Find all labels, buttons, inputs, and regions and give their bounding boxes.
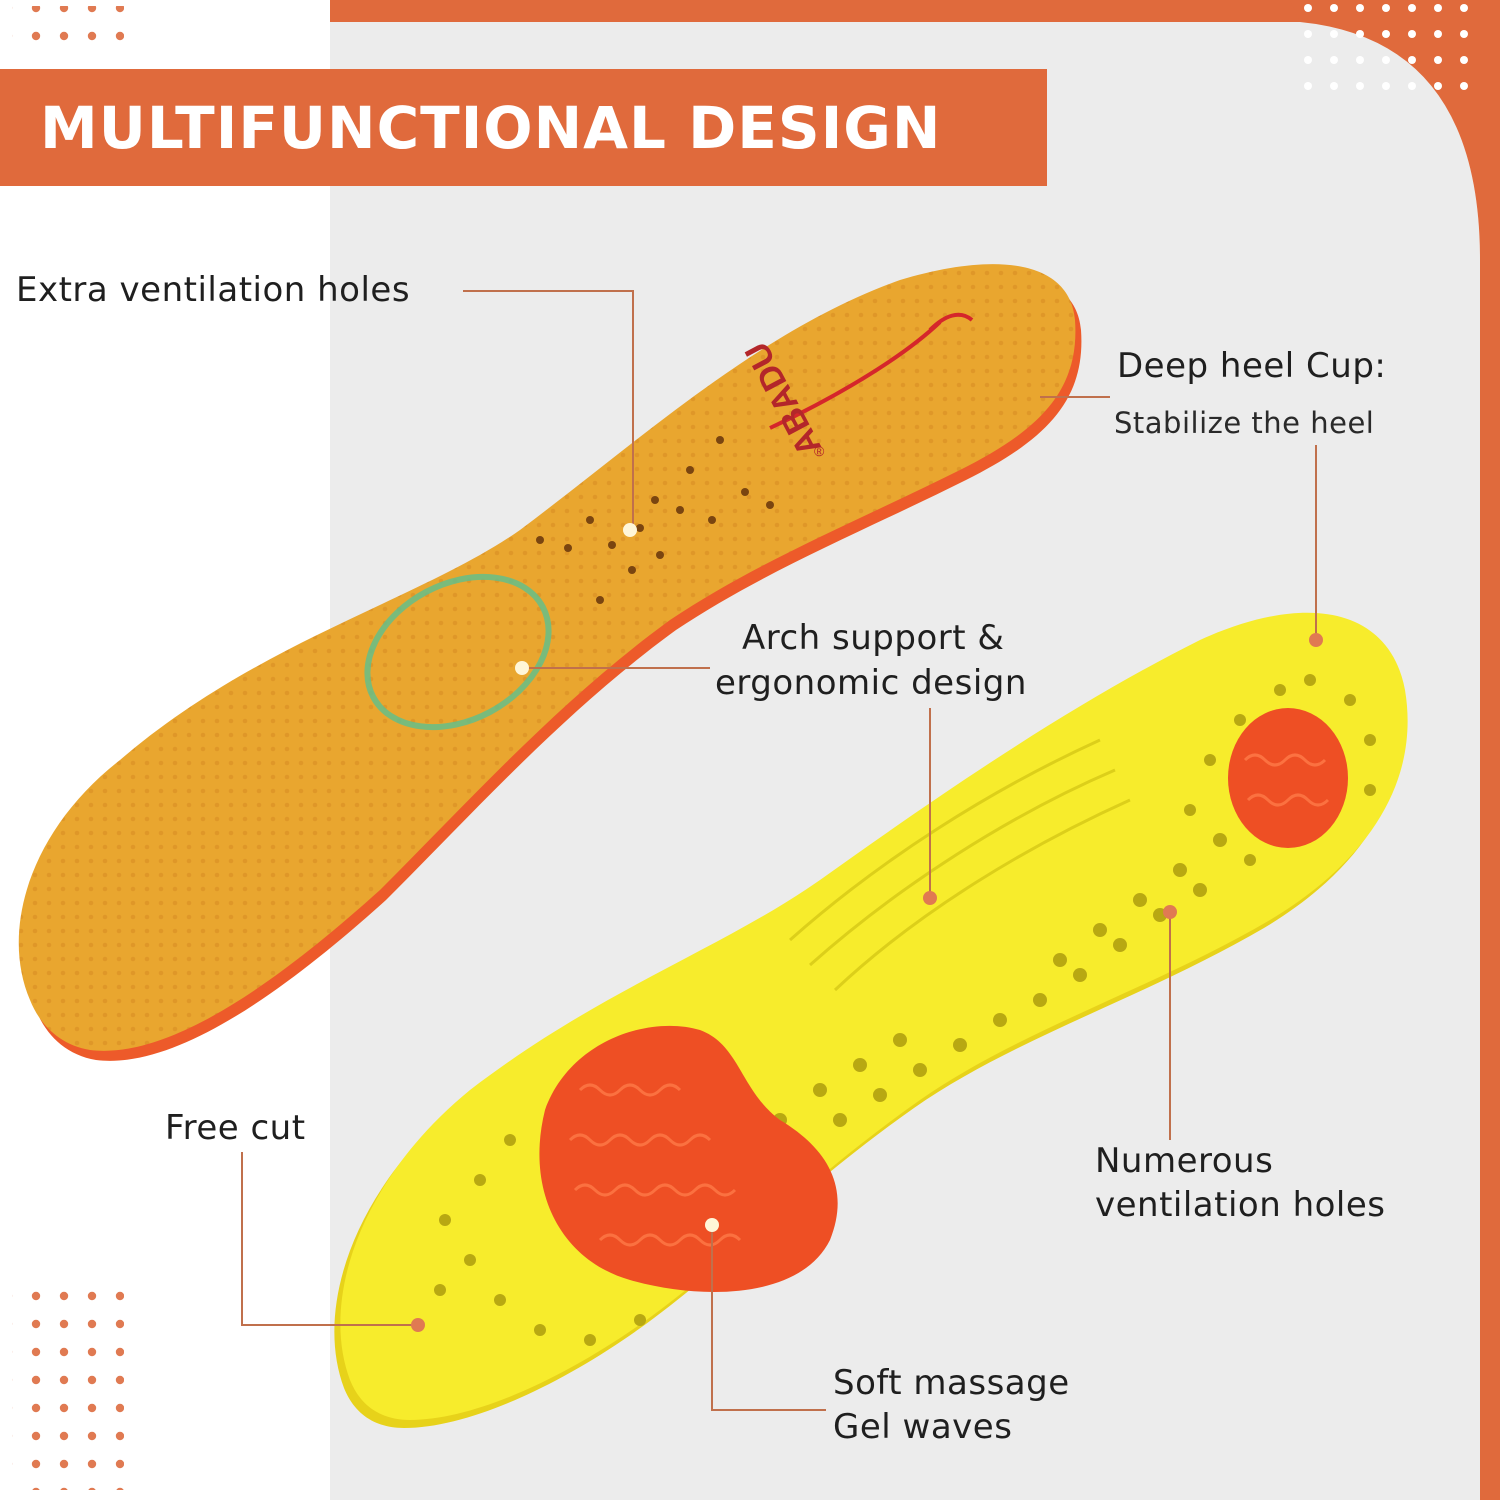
label-stabilize-heel: Stabilize the heel	[1114, 406, 1375, 440]
forefoot-gel-pad	[539, 1025, 838, 1292]
title-band-shape	[0, 69, 1047, 186]
page-title: MULTIFUNCTIONAL DESIGN	[40, 93, 942, 162]
title-band: MULTIFUNCTIONAL DESIGN	[0, 69, 1047, 186]
arch-ring	[364, 573, 552, 731]
top-ventilation-holes	[536, 436, 774, 604]
bottom-ventilation-holes	[434, 674, 1376, 1346]
label-numerous-2: ventilation holes	[1095, 1185, 1386, 1225]
dots-top-left	[12, 6, 124, 54]
label-deep-heel-cup: Deep heel Cup:	[1117, 346, 1387, 386]
label-gel-waves: Gel waves	[833, 1407, 1013, 1447]
label-soft-massage: Soft massage	[833, 1363, 1070, 1403]
label-arch-support-1: Arch support &	[742, 618, 1005, 658]
heel-gel-pad	[1228, 708, 1348, 848]
top-accent-bar	[330, 0, 1500, 22]
label-extra-ventilation: Extra ventilation holes	[16, 270, 411, 310]
arch-contours	[789, 738, 1131, 992]
logo-swoosh	[769, 320, 942, 430]
dots-bottom-left	[12, 1290, 124, 1490]
callout-leader-lines	[241, 290, 1317, 1411]
gel-wave-pattern	[568, 1083, 742, 1247]
label-free-cut: Free cut	[165, 1108, 306, 1148]
brand-registered-mark: ®	[814, 443, 825, 459]
callout-markers	[411, 523, 1323, 1332]
bottom-insole	[334, 612, 1408, 1428]
dots-top-right	[1298, 2, 1478, 98]
label-arch-support-2: ergonomic design	[715, 663, 1027, 703]
label-numerous-1: Numerous	[1095, 1141, 1274, 1181]
right-accent-edge	[1290, 0, 1500, 1500]
